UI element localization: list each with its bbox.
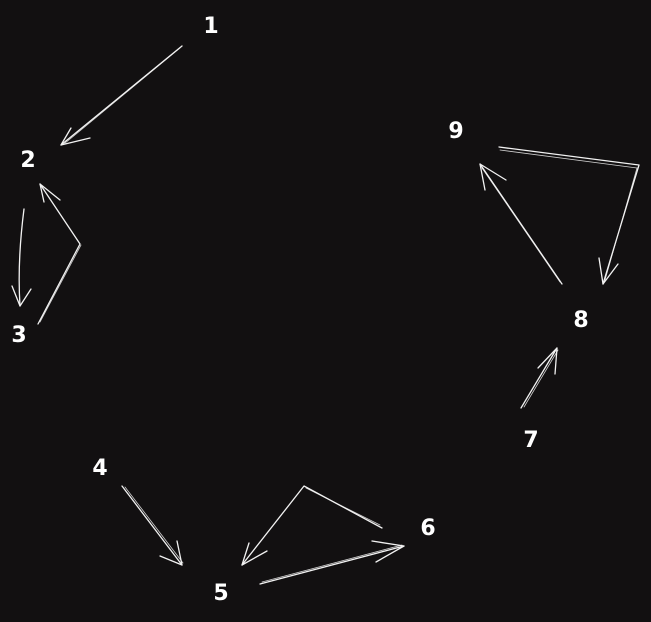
edge-4-to-5 [121,485,184,566]
node-7-label: 7 [523,428,538,453]
node-2-label: 2 [20,148,35,173]
edge-5-to-6 [259,540,405,585]
node-5-label: 5 [213,581,228,606]
edge-8-to-9 [479,163,563,285]
node-9-label: 9 [448,119,463,144]
edge-1-to-2 [60,45,183,146]
node-6-label: 6 [420,516,435,541]
node-3-label: 3 [11,323,26,348]
node-4-label: 4 [92,456,107,481]
edge-2-to-3 [11,208,32,307]
edge-7-to-8 [520,347,559,409]
edge-6-to-5 [241,485,383,566]
node-8-label: 8 [573,308,588,333]
node-1-label: 1 [203,14,218,39]
edge-9-to-8 [498,146,640,285]
edge-3-to-2 [37,183,82,325]
